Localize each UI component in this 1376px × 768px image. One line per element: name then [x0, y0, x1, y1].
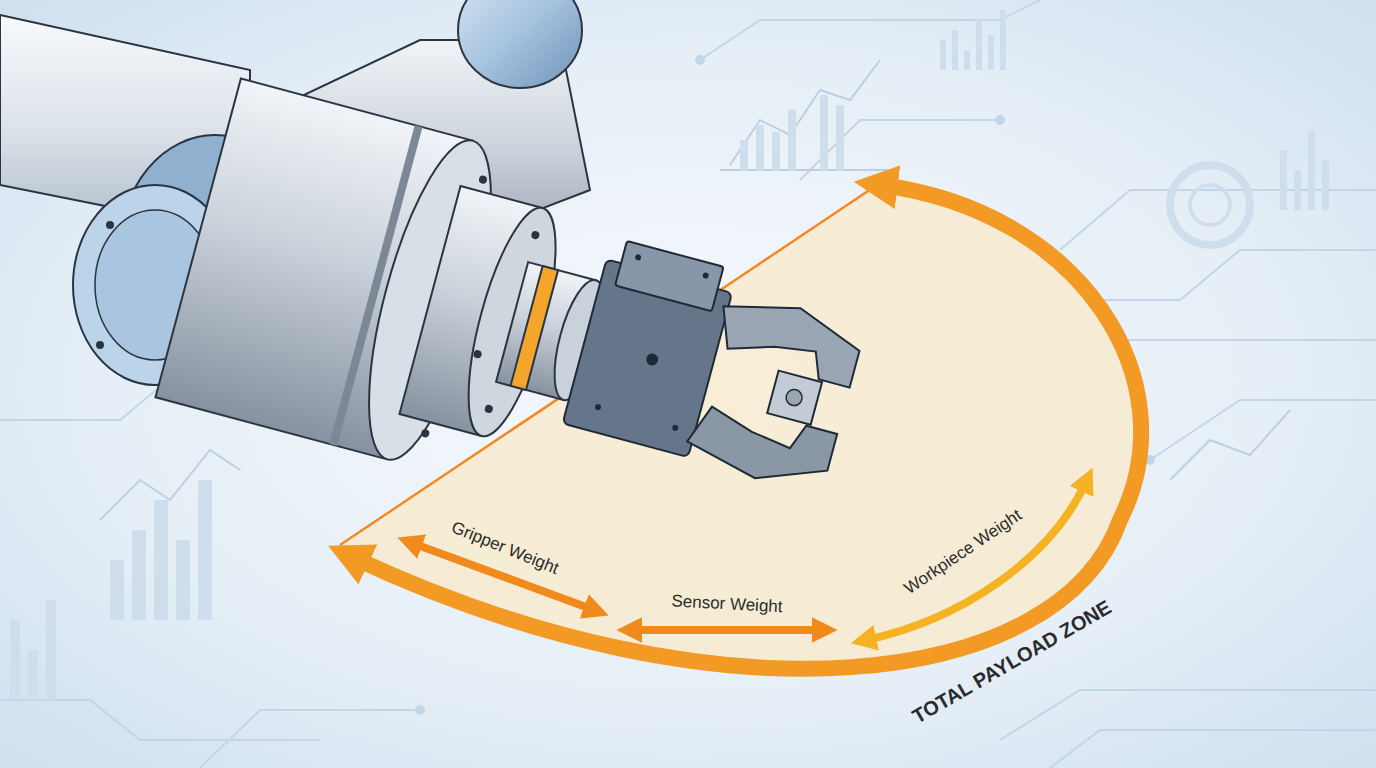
circuit-lines-part [1120, 339, 1376, 341]
payload-zone [340, 183, 1141, 668]
circuit-lines-part [996, 116, 1004, 124]
robot-arm-part-part-part [645, 352, 660, 367]
chart-decorations-part-part [756, 125, 764, 170]
robot-arm-part [155, 79, 886, 571]
chart-decorations-part-part [132, 530, 146, 620]
robot-arm-part-part [96, 341, 104, 349]
workpiece-arrow [866, 482, 1086, 640]
robot-arm-part-part-part [420, 428, 430, 438]
circuit-lines-part [416, 706, 424, 714]
chart-decorations-part-part [976, 20, 982, 70]
robot-arm-part-part-part [702, 272, 709, 279]
chart-decorations-part-part [952, 30, 958, 70]
robot-arm-part-part [615, 241, 723, 311]
chart-decorations-part-part [1000, 10, 1006, 70]
circuit-lines-part [1000, 690, 1376, 740]
circuit-lines-part [1150, 400, 1376, 460]
chart-decorations-part-part [820, 95, 828, 170]
chart-decorations-part-part [176, 540, 190, 620]
chart-decorations-part [1170, 410, 1290, 480]
chart-decorations-part-part [1280, 150, 1287, 210]
zone-title: TOTAL PAYLOAD ZONE [909, 596, 1116, 729]
chart-decorations-part-part [1294, 170, 1301, 210]
circuit-lines-part [696, 56, 704, 64]
circuit-lines-part [1050, 730, 1376, 768]
circuit-lines-part [0, 700, 320, 740]
chart-decorations-part-part [964, 50, 970, 70]
chart-decorations-part [1190, 185, 1230, 225]
robot-arm-part-part-part [478, 175, 488, 185]
chart-decorations-part-part [740, 140, 748, 170]
chart-decorations-part-part [110, 560, 124, 620]
chart-decorations-part [1170, 165, 1250, 245]
chart-decorations-part-part [836, 105, 844, 170]
chart-decorations-part-part [988, 35, 994, 70]
circuit-lines-part [200, 710, 420, 768]
robot-arm-part-part [511, 266, 559, 390]
weight-label: Gripper Weight [448, 518, 561, 579]
total-payload-arrow [352, 185, 1141, 669]
robot-arm-part-part-part [672, 424, 679, 431]
weight-label: Workpiece Weight [901, 506, 1026, 599]
weight-label: Sensor Weight [671, 591, 783, 616]
robot-arm-part-part-part [594, 403, 601, 410]
chart-decorations-part-part [1322, 160, 1329, 210]
chart-decorations-part-part [10, 620, 20, 700]
sensor-arrow [632, 626, 822, 634]
chart-decorations-part-part [28, 650, 38, 700]
chart-decorations-part [100, 450, 240, 520]
chart-decorations-part-part [772, 132, 780, 170]
robot-arm-part-part [594, 254, 719, 432]
payload-zone-part [340, 183, 1141, 668]
chart-decorations-part-part [1308, 130, 1315, 210]
chart-decorations-part [730, 60, 880, 165]
robot-arm-part-part [767, 371, 822, 425]
robot-arm-part-part [106, 221, 114, 229]
robot-arm-part-part-part [484, 404, 494, 414]
circuit-lines-part [1100, 250, 1376, 300]
robot-arm-part-part [784, 388, 804, 408]
chart-decorations-part-part [154, 500, 168, 620]
chart-decorations-part-part [198, 480, 212, 620]
robot-arm-part-part-part [473, 349, 483, 359]
chart-decorations-part-part [940, 40, 946, 70]
chart-decorations-part-part [46, 600, 56, 700]
robot-arm-part-part-part [634, 254, 641, 261]
payload-arrows [352, 185, 1141, 669]
robot-arm-part-part-part [530, 230, 540, 240]
robot-arm [0, 0, 886, 570]
robot-arm-part [458, 0, 582, 88]
chart-decorations-part-part [788, 110, 796, 170]
